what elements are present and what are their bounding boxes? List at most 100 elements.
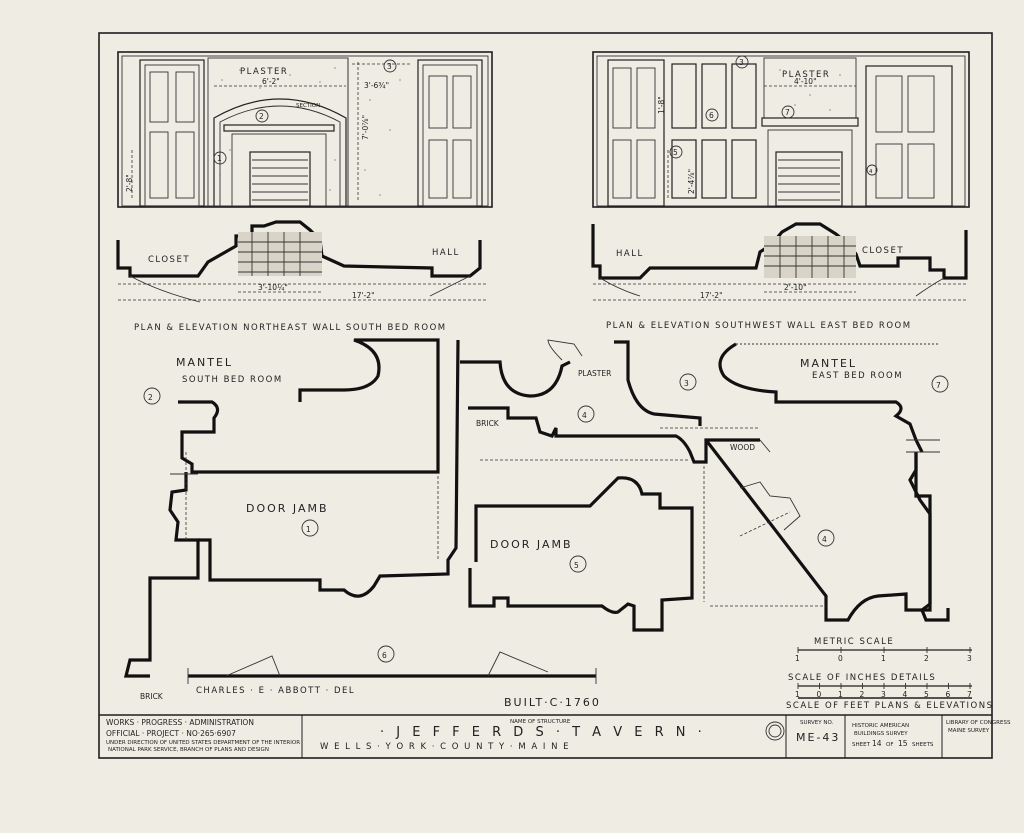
metric-scale-tick-label: 2 xyxy=(924,654,929,663)
svg-text:7: 7 xyxy=(936,381,941,390)
left-plan-hall-label: HALL xyxy=(432,248,460,258)
metric-scale-tick-label: 1 xyxy=(795,654,800,663)
marker-1-detail: 1 xyxy=(301,519,319,537)
svg-text:1: 1 xyxy=(217,154,222,163)
svg-text:2: 2 xyxy=(259,112,264,121)
svg-text:4: 4 xyxy=(582,411,587,420)
plaster-label: PLASTER xyxy=(578,369,611,378)
mantel-right-sub: EAST BED ROOM xyxy=(812,371,903,381)
marker-2: 2 xyxy=(255,109,269,123)
svg-text:3: 3 xyxy=(739,58,744,67)
brick-label-lower: BRICK xyxy=(140,692,164,701)
svg-text:5: 5 xyxy=(574,561,579,570)
plan-southwest-wall: HALL CLOSET 2'-10" 17'-2" xyxy=(591,222,968,301)
left-plan-total-dim: 17'-2" xyxy=(352,291,375,300)
caption-left: PLAN & ELEVATION NORTHEAST WALL SOUTH BE… xyxy=(134,323,447,333)
name-of-structure-label: NAME OF STRUCTURE xyxy=(510,719,571,725)
survey-no: ME-43 xyxy=(796,731,840,744)
feet-scale-title: SCALE OF FEET PLANS & ELEVATIONS xyxy=(786,701,993,711)
brick-label-upper: BRICK xyxy=(476,419,500,428)
right-side-height-dim: 2'-4⅞" xyxy=(687,169,696,194)
inches-scale-title: SCALE OF INCHES DETAILS xyxy=(788,673,936,683)
svg-text:6: 6 xyxy=(709,111,714,120)
marker-4-right: 4 xyxy=(866,164,878,176)
inches-scale-tick-label: 6 xyxy=(946,690,951,699)
marker-7-right: 7 xyxy=(781,105,795,119)
detail-mantel-right: MANTEL EAST BED ROOM xyxy=(718,342,950,622)
sheet-label: SHEET xyxy=(852,742,871,748)
svg-text:5: 5 xyxy=(673,148,678,157)
agency-line-4: NATIONAL PARK SERVICE, BRANCH OF PLANS A… xyxy=(108,747,269,753)
library-line-1: LIBRARY OF CONGRESS xyxy=(946,720,1011,726)
left-plan-closet-label: CLOSET xyxy=(148,255,190,265)
elevation-northeast-wall: PLASTER SECTION 6'-2" 3'-6¾" 7'-0⅞" 2'-8… xyxy=(117,51,493,208)
left-elev-side-dim: 3'-6¾" xyxy=(364,81,389,90)
marker-3-detail: 3 xyxy=(679,373,697,391)
svg-text:3: 3 xyxy=(387,62,392,71)
marker-5-detail: 5 xyxy=(569,555,587,573)
left-elev-top-dim: 6'-2" xyxy=(262,77,280,86)
inches-scale-tick-label: 3 xyxy=(881,690,886,699)
marker-4-detail-top: 4 xyxy=(577,405,595,423)
left-elev-height-dim: 7'-0⅞" xyxy=(361,115,370,140)
svg-text:3: 3 xyxy=(684,379,689,388)
svg-text:6: 6 xyxy=(382,651,387,660)
inches-scale-tick-label: 7 xyxy=(967,690,972,699)
right-plaster-label: PLASTER xyxy=(782,70,830,80)
right-plan-total-dim: 17'-2" xyxy=(700,291,723,300)
agency-line-2: OFFICIAL · PROJECT · NO·265·6907 xyxy=(106,729,236,738)
svg-text:4: 4 xyxy=(822,535,827,544)
metric-scale-tick-label: 3 xyxy=(967,654,972,663)
seal-icon xyxy=(765,721,785,741)
structure-location: W E L L S · Y O R K · C O U N T Y · M A … xyxy=(320,742,570,752)
right-plan-hall-label: HALL xyxy=(616,249,644,259)
svg-text:7: 7 xyxy=(785,108,790,117)
svg-text:2: 2 xyxy=(148,393,153,402)
left-plaster-label: PLASTER xyxy=(240,67,288,77)
inches-scale-tick-label: 5 xyxy=(924,690,929,699)
marker-6-detail: 6 xyxy=(377,645,395,663)
built-date: BUILT·C·1760 xyxy=(504,696,601,709)
sheet-border xyxy=(98,32,993,759)
inches-scale-tick-label: 1 xyxy=(838,690,843,699)
mantel-left-title: MANTEL xyxy=(176,356,233,369)
drawn-by: CHARLES · E · ABBOTT · DEL xyxy=(196,686,355,696)
detail-6 xyxy=(187,651,597,684)
detail-door-jamb-5: DOOR JAMB xyxy=(468,466,705,632)
inches-scale-tick-label: 1 xyxy=(795,690,800,699)
left-plan-fireplace-dim: 3'-10¼" xyxy=(258,283,288,292)
mantel-right-title: MANTEL xyxy=(800,357,857,370)
title-block: WORKS · PROGRESS · ADMINISTRATION OFFICI… xyxy=(106,715,1011,758)
structure-name: · J E F F E R D S · T A V E R N · xyxy=(380,725,706,740)
left-door-height-dim: 2'-8" xyxy=(125,174,134,192)
detail-markers: 1 2 3 3 6 7 5 4 2 1 3 4 5 4 7 6 xyxy=(143,55,949,663)
marker-3-right: 3 xyxy=(735,55,749,69)
marker-5-right: 5 xyxy=(669,145,683,159)
door-jamb-5-label: DOOR JAMB xyxy=(490,538,573,551)
right-plan-fireplace-dim: 2'-10" xyxy=(784,283,807,292)
metric-scale-tick-label: 0 xyxy=(838,654,843,663)
marker-6-right: 6 xyxy=(705,108,719,122)
right-door-height-dim: 1'-8" xyxy=(657,96,666,114)
elevation-southwest-wall: PLASTER 4'-10" 1'-8" 2'-4⅞" xyxy=(592,51,970,208)
sheets-label: SHEETS xyxy=(912,742,934,748)
svg-text:4: 4 xyxy=(869,169,873,175)
survey-title-1: HISTORIC AMERICAN xyxy=(852,723,909,729)
agency-line-1: WORKS · PROGRESS · ADMINISTRATION xyxy=(106,718,254,727)
marker-3: 3 xyxy=(383,59,397,73)
right-elev-top-dim: 4'-10" xyxy=(794,77,817,86)
sheet-total: 15 xyxy=(898,739,908,748)
detail-4-diagonal xyxy=(704,439,932,622)
inches-scale-tick-label: 0 xyxy=(817,690,822,699)
sheet-number: 14 xyxy=(872,739,882,748)
metric-scale-title: METRIC SCALE xyxy=(814,637,894,647)
inches-scale-tick-label: 4 xyxy=(903,690,908,699)
caption-right: PLAN & ELEVATION SOUTHWEST WALL EAST BED… xyxy=(606,321,912,331)
scale-bars: METRIC SCALE 1 0 1 2 3 SCALE OF INCHES DETAI… xyxy=(786,637,993,711)
survey-title-2: BUILDINGS SURVEY xyxy=(854,731,908,737)
plan-northeast-wall: CLOSET HALL 3'-10¼" 17'-2" xyxy=(116,220,488,303)
detail-3-and-4: PLASTER BRICK WOOD xyxy=(460,339,771,464)
right-plan-closet-label: CLOSET xyxy=(862,246,904,256)
library-line-2: MAINE SURVEY xyxy=(948,728,990,734)
wood-label: WOOD xyxy=(730,443,755,452)
